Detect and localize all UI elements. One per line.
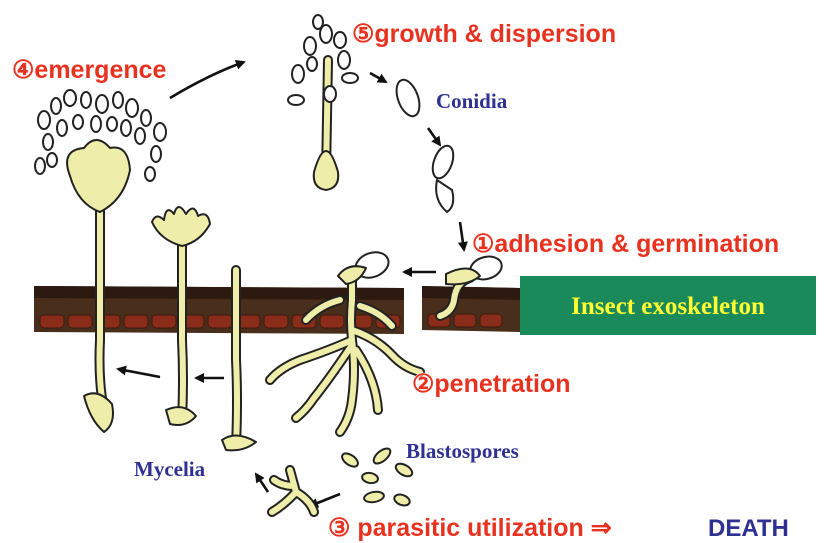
penetrating-hyphae [270,248,420,432]
death-label: DEATH [708,515,789,542]
label-conidia: Conidia [436,89,508,113]
hyphal-body [272,470,314,512]
step-emergence: ④emergence [12,56,167,84]
blastospores [340,446,415,508]
arrow-up-to-mycelia [256,474,268,492]
dispersing-conidiophore [288,15,358,190]
step-parasitic-utilization: ③ parasitic utilization ⇒ [328,514,612,542]
label-mycelia: Mycelia [134,457,206,481]
step-growth-dispersion: ⑤growth & dispersion [352,20,616,48]
label-blastospores: Blastospores [406,439,519,463]
arrow-left-2 [118,369,160,377]
step-adhesion-germination: ①adhesion & germination [472,230,779,258]
exoskeleton-label: Insect exoskeleton [571,293,765,320]
emergent-conidiophore [35,90,166,432]
arrow-to-growth [170,62,244,98]
step-penetration: ②penetration [412,370,571,398]
